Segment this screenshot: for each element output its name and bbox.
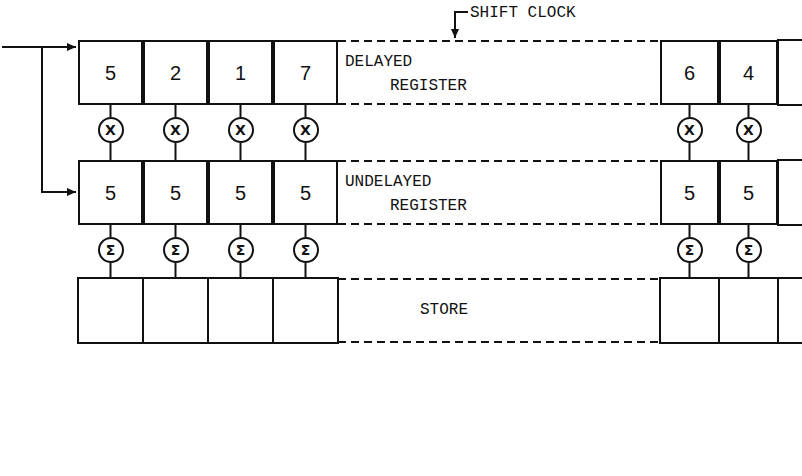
register-cell: 6: [660, 40, 719, 105]
data-wire: [110, 143, 112, 160]
operator-sign: X: [170, 123, 181, 137]
register-value: 5: [105, 183, 116, 203]
operator-sign: X: [684, 123, 695, 137]
accumulator-symbol: Σ: [228, 237, 254, 263]
data-wire: [689, 105, 691, 117]
operator-sign: Σ: [301, 243, 311, 257]
multiplier-symbol: X: [677, 117, 703, 143]
register-value: 5: [743, 183, 754, 203]
register-label: DELAYED REGISTER: [345, 50, 490, 98]
operator-sign: X: [235, 123, 246, 137]
multiplier-symbol: X: [163, 117, 189, 143]
operator-sign: Σ: [236, 243, 246, 257]
register-cell: 1: [208, 40, 273, 105]
register-value: 2: [170, 63, 181, 83]
data-wire: [305, 225, 307, 237]
data-wire: [175, 105, 177, 117]
accumulator-symbol: Σ: [677, 237, 703, 263]
data-wire: [175, 143, 177, 160]
clock-label: SHIFT CLOCK: [470, 1, 576, 25]
data-wire: [175, 225, 177, 237]
register-value: 4: [743, 63, 754, 83]
multiplier-symbol: X: [736, 117, 762, 143]
register-value: 5: [684, 183, 695, 203]
register-cell: 5: [660, 160, 719, 225]
register-label: UNDELAYED REGISTER: [345, 170, 490, 218]
data-wire: [748, 143, 750, 160]
operator-sign: X: [743, 123, 754, 137]
data-wire: [689, 225, 691, 237]
operator-sign: Σ: [685, 243, 695, 257]
data-wire: [689, 143, 691, 160]
accumulator-symbol: Σ: [163, 237, 189, 263]
register-cell: 7: [273, 40, 338, 105]
data-wire: [110, 225, 112, 237]
multiplier-symbol: X: [228, 117, 254, 143]
register-cell: 4: [719, 40, 778, 105]
register-cell: 5: [208, 160, 273, 225]
data-wire: [240, 143, 242, 160]
accumulator-symbol: Σ: [98, 237, 124, 263]
register-cell: 2: [143, 40, 208, 105]
operator-sign: X: [300, 123, 311, 137]
register-value: 1: [235, 63, 246, 83]
accumulator-symbol: Σ: [736, 237, 762, 263]
data-wire: [110, 105, 112, 117]
data-wire: [748, 225, 750, 237]
data-wire: [305, 143, 307, 160]
register-value: 5: [170, 183, 181, 203]
data-wire: [240, 105, 242, 117]
register-cell: 5: [78, 160, 143, 225]
register-cell: 5: [719, 160, 778, 225]
data-wire: [305, 105, 307, 117]
operator-sign: X: [105, 123, 116, 137]
register-value: 6: [684, 63, 695, 83]
multiplier-symbol: X: [293, 117, 319, 143]
operator-sign: Σ: [106, 243, 116, 257]
multiplier-symbol: X: [98, 117, 124, 143]
register-cell: 5: [273, 160, 338, 225]
register-value: 5: [235, 183, 246, 203]
register-cell: 5: [78, 40, 143, 105]
operator-sign: Σ: [171, 243, 181, 257]
register-value: 5: [300, 183, 311, 203]
register-cell: 5: [143, 160, 208, 225]
accumulator-symbol: Σ: [293, 237, 319, 263]
operator-sign: Σ: [744, 243, 754, 257]
data-wire: [240, 225, 242, 237]
data-wire: [748, 105, 750, 117]
register-value: 7: [300, 63, 311, 83]
store-label: STORE: [420, 298, 468, 322]
register-value: 5: [105, 63, 116, 83]
